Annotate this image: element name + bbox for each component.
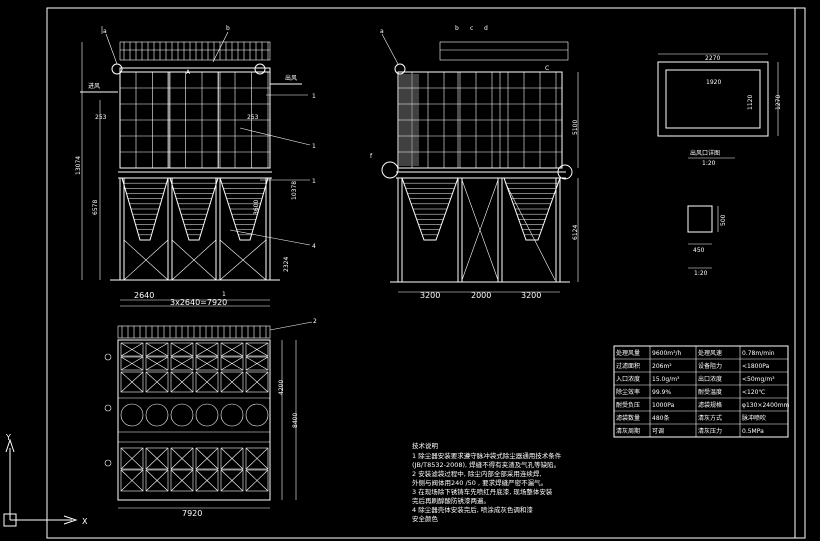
table-cell-r2-c0: 入口浓度 <box>616 375 640 383</box>
callout-b-side: b <box>455 25 459 32</box>
mark-f: f <box>370 153 373 160</box>
dim-6124: 6124 <box>572 225 579 240</box>
table-cell-r0-c3: 0.78m/min <box>742 350 775 357</box>
total-width: 3x2640=7920 <box>170 298 227 307</box>
ucs-x-label: X <box>82 517 88 526</box>
small-box-width: 450 <box>693 247 705 254</box>
table-cell-r5-c1: 480条 <box>652 414 669 422</box>
leader-1b: 1 <box>312 143 316 150</box>
note-line-5: 完后再刷醇酸防锈漆两遍。 <box>412 496 490 505</box>
table-cell-r1-c0: 过滤面积 <box>616 362 640 370</box>
dim-253-left: 253 <box>95 114 107 121</box>
mark-c: C <box>545 65 549 72</box>
leader-4: 4 <box>312 243 316 250</box>
dim-3600: 3600 <box>253 200 260 215</box>
table-cell-r4-c2: 滤袋规格 <box>698 401 722 409</box>
note-line-4: 3 在现场除下锈铸车先喷红丹底漆, 现场整体安装 <box>412 487 553 496</box>
table-cell-r3-c2: 耐受温度 <box>698 388 722 396</box>
side-view: a b c d f C 5100 6124 3 <box>370 25 579 300</box>
note-line-3: 外侧与阀体用240 /50 , 要求焊缝严密不漏气。 <box>412 478 547 487</box>
drawing-frame <box>46 7 806 539</box>
front-view: a b 进风 出风 A 253 253 13 <box>75 25 316 307</box>
small-scale: 1:20 <box>694 270 708 277</box>
table-cell-r6-c0: 清灰周期 <box>616 427 640 435</box>
callout-a: a <box>103 28 107 35</box>
callout-a-side: a <box>380 28 384 35</box>
table-cell-r2-c3: <50mg/m³ <box>742 376 775 383</box>
table-cell-r1-c2: 设备阻力 <box>698 362 722 370</box>
ucs-icon: Y X <box>3 433 88 527</box>
plan-marker-2: 2 <box>313 318 317 325</box>
height-total: 13074 <box>75 156 82 175</box>
small-box-height: 500 <box>720 214 727 226</box>
side-dim-2: 2000 <box>471 291 491 300</box>
callout-d-side: d <box>484 25 488 32</box>
table-cell-r6-c3: 0.5MPa <box>742 428 764 435</box>
section-mark-a: A <box>186 69 191 76</box>
table-cell-r1-c1: 206m² <box>652 363 672 370</box>
outlet-detail: 2270 1920 1270 1120 出风口详图 1:20 500 450 1… <box>657 53 782 277</box>
note-line-7: 安全颜色 <box>412 514 439 523</box>
table-cell-r5-c0: 滤袋数量 <box>616 414 640 422</box>
table-cell-r0-c0: 处理风量 <box>616 349 640 357</box>
dim-253-right: 253 <box>247 114 259 121</box>
technical-notes: 技术说明 1 除尘器安装要求遵守脉冲袋式除尘器通用技术条件 (JB/T8532-… <box>412 441 562 523</box>
detail-outer-width: 2270 <box>705 55 720 62</box>
table-cell-r4-c0: 耐受负压 <box>616 401 640 409</box>
note-line-0: 1 除尘器安装要求遵守脉冲袋式除尘器通用技术条件 <box>412 451 562 460</box>
detail-scale: 1:20 <box>702 160 716 167</box>
bay-width: 2640 <box>134 291 154 300</box>
plan-view: 2 4200 8400 7920 <box>104 318 317 518</box>
callout-b-circle <box>254 63 266 75</box>
inlet-label: 进风 <box>88 82 100 90</box>
table-cell-r3-c0: 除尘效率 <box>616 388 640 396</box>
detail-title: 出风口详图 <box>690 149 720 157</box>
callout-c-side: c <box>470 25 473 32</box>
table-cell-r3-c3: <120℃ <box>742 389 765 396</box>
leader-1a: 1 <box>312 93 316 100</box>
table-cell-r5-c3: 脉冲喷吹 <box>742 414 766 422</box>
side-dim-3: 3200 <box>521 291 541 300</box>
detail-height-right: 1270 <box>775 95 782 110</box>
table-cell-r6-c1: 可调 <box>652 427 664 435</box>
plan-width: 7920 <box>182 509 202 518</box>
table-cell-r1-c3: <1800Pa <box>742 363 770 370</box>
table-cell-r0-c1: 9600m³/h <box>652 350 682 357</box>
dim-4200: 4200 <box>278 380 285 395</box>
side-dim-1: 3200 <box>420 291 440 300</box>
outlet-label: 出风 <box>285 74 297 82</box>
spec-table: 处理风量 9600m³/h 处理风速 0.78m/min 过滤面积 206m² 设备阻力 <1… <box>613 345 790 438</box>
leader-1c: 1 <box>312 178 316 185</box>
detail-height-inner: 1120 <box>747 95 754 110</box>
table-cell-r3-c1: 99.9% <box>652 389 671 396</box>
ucs-y-label: Y <box>5 433 11 442</box>
detail-inner-width: 1920 <box>706 79 721 86</box>
table-cell-r4-c1: 1000Pa <box>652 402 675 409</box>
dim-10378: 10378 <box>291 181 298 200</box>
height-lower: 6578 <box>92 200 99 215</box>
table-cell-r5-c2: 清灰方式 <box>698 414 722 422</box>
note-line-2: 2 安装滤袋过程中, 除尘内部全部采用连续焊, <box>412 469 541 478</box>
table-cell-r2-c1: 15.0g/m³ <box>652 376 680 383</box>
note-line-6: 4 除尘器壳体安装完后, 喷涂成灰色调和漆 <box>412 505 533 514</box>
table-cell-r0-c2: 处理风速 <box>698 349 722 357</box>
note-line-1: (JB/T8532-2008), 焊缝不得有夹渣及气孔等缺陷。 <box>412 460 560 469</box>
marker-1: 1 <box>222 291 226 298</box>
dim-5100: 5100 <box>572 120 579 135</box>
table-cell-r2-c2: 出口浓度 <box>698 375 722 383</box>
dim-2324: 2324 <box>283 257 290 272</box>
table-cell-r6-c2: 清灰压力 <box>698 427 722 435</box>
callout-b: b <box>226 25 230 32</box>
table-cell-r4-c3: φ130×2400mm <box>742 402 790 409</box>
notes-title: 技术说明 <box>412 441 439 450</box>
dim-8400: 8400 <box>292 413 299 428</box>
